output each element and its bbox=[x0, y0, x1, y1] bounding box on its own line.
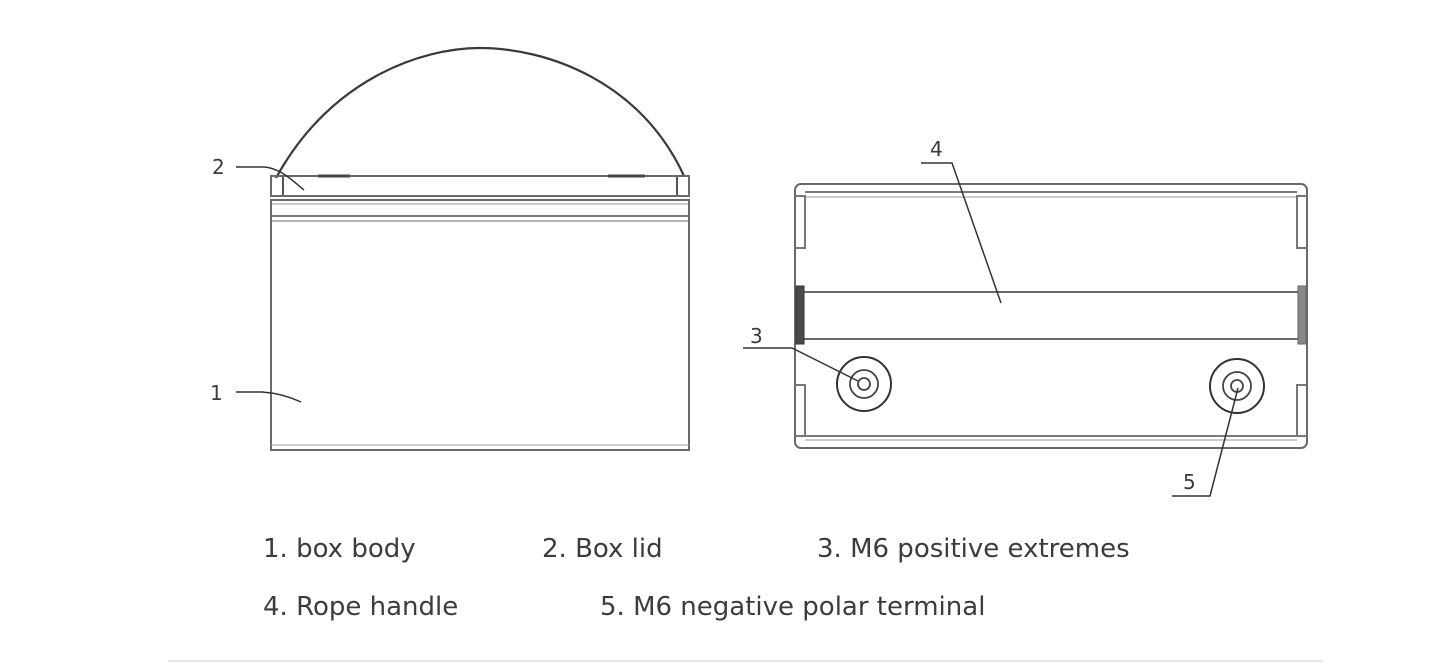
callout-2: 2 bbox=[212, 155, 225, 179]
box-body bbox=[270, 199, 690, 451]
negative-terminal bbox=[1209, 358, 1265, 414]
top-view bbox=[794, 183, 1308, 449]
side-view bbox=[270, 46, 690, 451]
handle-anchor-left bbox=[270, 175, 284, 197]
callout-2-leader bbox=[236, 166, 305, 191]
callout-5: 5 bbox=[1183, 470, 1196, 494]
callout-1: 1 bbox=[210, 381, 223, 405]
callout-3: 3 bbox=[750, 324, 763, 348]
legend-item-box-body: 1. box body bbox=[263, 534, 416, 564]
top-view-outline bbox=[794, 183, 1308, 449]
callout-4-leader bbox=[921, 162, 1002, 304]
callout-4: 4 bbox=[930, 137, 943, 161]
callout-3-leader bbox=[743, 347, 859, 382]
callout-5-leader bbox=[1172, 387, 1239, 497]
legend-item-rope-handle: 4. Rope handle bbox=[263, 592, 459, 622]
rope-handle-top-view bbox=[799, 291, 1303, 340]
callout-1-leader bbox=[236, 391, 302, 403]
box-lid bbox=[270, 175, 690, 197]
legend-item-box-lid: 2. Box lid bbox=[542, 534, 663, 564]
rope-handle bbox=[275, 46, 685, 179]
legend-item-negative-terminal: 5. M6 negative polar terminal bbox=[600, 592, 986, 622]
positive-terminal bbox=[836, 356, 892, 412]
legend-item-positive-terminal: 3. M6 positive extremes bbox=[817, 534, 1130, 564]
handle-anchor-right bbox=[676, 175, 690, 197]
bottom-divider bbox=[168, 660, 1323, 662]
